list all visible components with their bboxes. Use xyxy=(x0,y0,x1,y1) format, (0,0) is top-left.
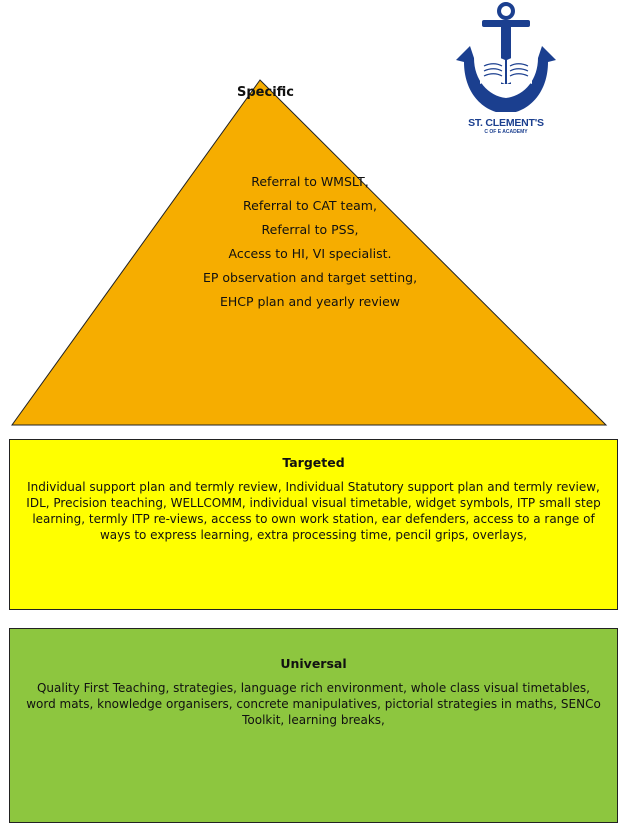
universal-title: Universal xyxy=(280,656,347,671)
targeted-body: Individual support plan and termly revie… xyxy=(26,480,601,542)
school-logo-name: ST. CLEMENT'S xyxy=(468,117,544,129)
targeted-panel: Targeted Individual support plan and ter… xyxy=(9,439,618,610)
school-logo-anchor-icon xyxy=(450,2,562,140)
specific-item: Access to HI, VI specialist. xyxy=(228,246,392,261)
school-logo-subtitle: C OF E ACADEMY xyxy=(484,129,528,135)
specific-item: EP observation and target setting, xyxy=(202,270,418,285)
specific-item: EHCP plan and yearly review xyxy=(219,294,401,309)
targeted-title: Targeted xyxy=(282,455,345,470)
specific-item: Referral to CAT team, xyxy=(243,198,377,213)
specific-title: Specific xyxy=(237,85,294,100)
specific-item: Referral to PSS, xyxy=(261,222,359,237)
specific-pyramid xyxy=(11,79,608,426)
universal-panel: Universal Quality First Teaching, strate… xyxy=(9,628,618,823)
universal-body: Quality First Teaching, strategies, lang… xyxy=(26,681,601,727)
specific-list: Referral to WMSLT, Referral to CAT team,… xyxy=(150,170,470,314)
specific-item: Referral to WMSLT, xyxy=(251,174,369,189)
